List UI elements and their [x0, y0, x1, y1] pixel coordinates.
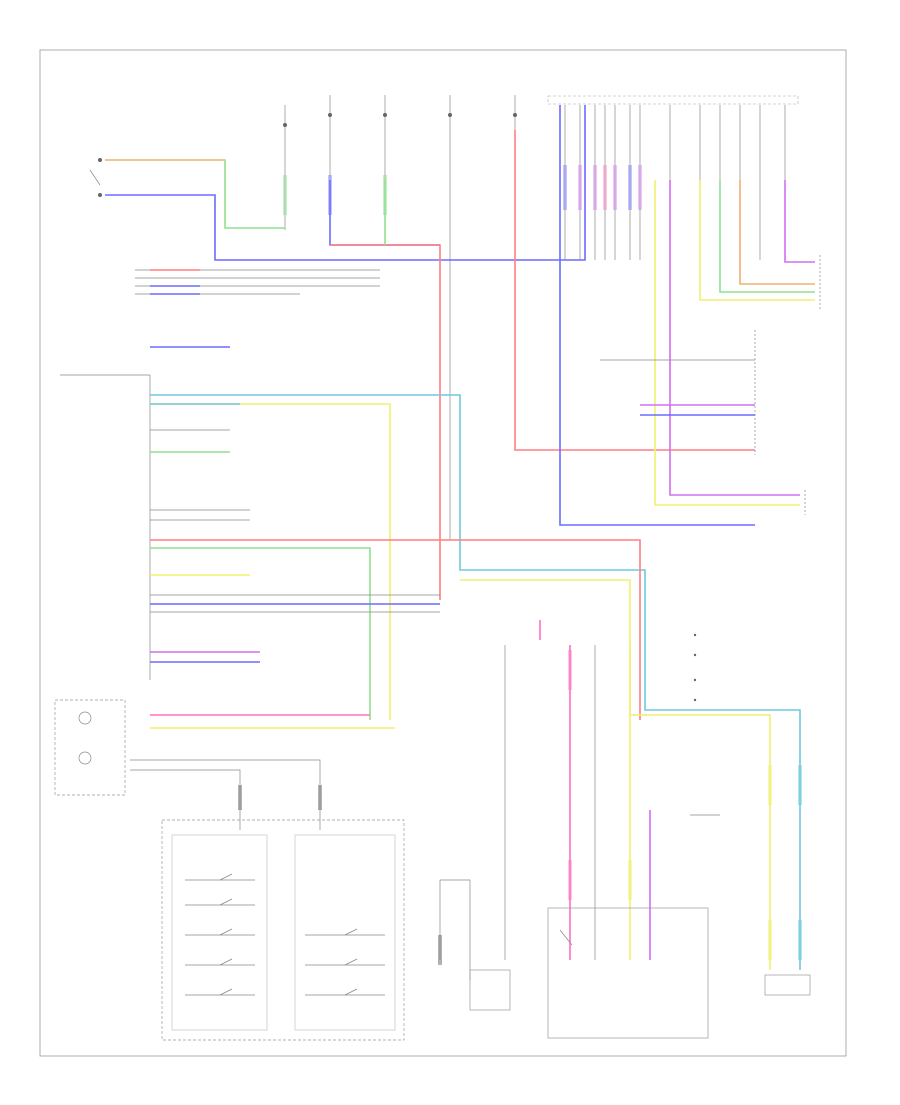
- wire-yellow-long: [460, 579, 771, 790]
- right-connector-pins: [754, 255, 821, 515]
- wire-violet-right: [669, 180, 800, 496]
- top-left-switch: [89, 158, 102, 197]
- wire-cyan: [150, 394, 801, 790]
- wire-yellow-right: [654, 180, 800, 506]
- diagram-border: [39, 49, 847, 1057]
- left-module-box: [60, 374, 151, 680]
- wire-red-2: [150, 539, 641, 720]
- wire-red-vertical: [330, 244, 441, 600]
- clockspring-component: [54, 699, 126, 796]
- lower-right-components: [469, 814, 811, 1039]
- steering-wheel-switch-box: [161, 819, 405, 1041]
- wire-green-1: [105, 159, 285, 229]
- wire-blue-right: [559, 105, 755, 526]
- legend-markers: [693, 633, 697, 702]
- wire-blue-top: [105, 105, 586, 261]
- fuse-feeds: [283, 95, 517, 540]
- wire-connectors: [238, 165, 802, 965]
- wire-red-right: [514, 130, 755, 451]
